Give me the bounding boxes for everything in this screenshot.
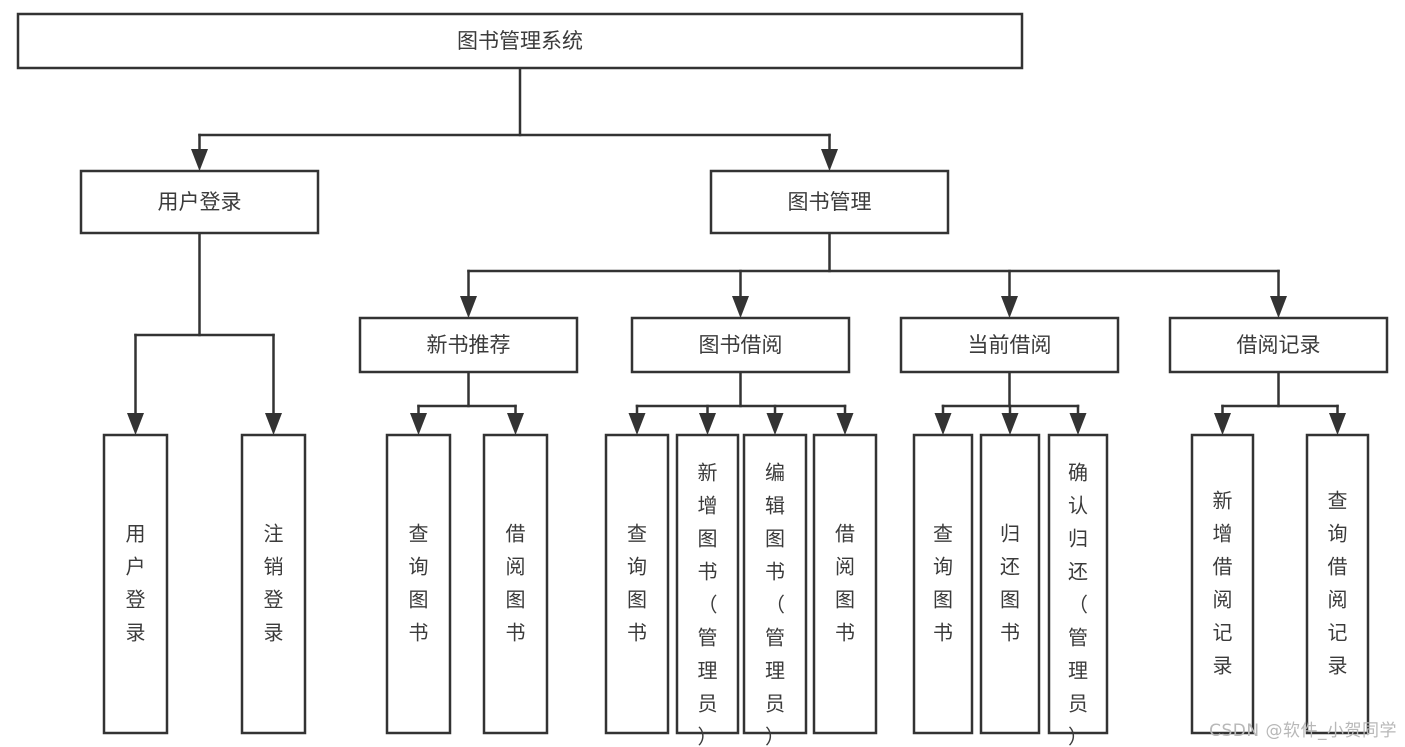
node-box-leaf-return-book[interactable] xyxy=(979,433,1041,735)
arrow-head-leaf-user-login xyxy=(127,413,144,435)
edge-group-borrow-record xyxy=(1214,370,1346,435)
node-box-leaf-query-book-2[interactable] xyxy=(604,433,670,735)
node-label-leaf-query-record: 查询借阅记录 xyxy=(1328,488,1348,677)
node-box-leaf-edit-book[interactable] xyxy=(742,433,808,735)
node-box-leaf-confirm-return[interactable] xyxy=(1047,433,1109,735)
node-box-leaf-add-record[interactable] xyxy=(1190,433,1255,735)
node-box-current-borrow[interactable] xyxy=(899,316,1120,374)
node-box-leaf-borrow-book-2[interactable] xyxy=(812,433,878,735)
node-box-leaf-query-book-3[interactable] xyxy=(912,433,974,735)
node-label-leaf-user-login: 用户登录 xyxy=(126,521,146,644)
arrow-head-leaf-borrow-book-2 xyxy=(836,413,854,435)
node-查询图书-leaf-query-book-2[interactable]: 查询图书 xyxy=(604,433,670,735)
node-label-leaf-query-book-3: 查询图书 xyxy=(933,521,953,644)
edge-group-new-book-rec xyxy=(410,370,524,435)
arrow-head-leaf-confirm-return xyxy=(1069,413,1087,435)
node-label-leaf-borrow-book-1: 借阅图书 xyxy=(506,521,526,644)
node-label-current-borrow: 当前借阅 xyxy=(968,333,1052,357)
node-label-leaf-logout: 注销登录 xyxy=(264,521,284,644)
edge-group-book-manage xyxy=(460,231,1287,318)
node-当前借阅-current-borrow[interactable]: 当前借阅 xyxy=(899,316,1120,374)
node-label-leaf-confirm-return: 确认归还（管理员） xyxy=(1068,460,1088,747)
nodes-layer: 图书管理系统用户登录图书管理新书推荐图书借阅当前借阅借阅记录用户登录注销登录查询… xyxy=(16,12,1389,747)
node-label-leaf-query-book-2: 查询图书 xyxy=(627,521,647,644)
node-label-leaf-add-record: 新增借阅记录 xyxy=(1213,488,1233,677)
arrow-head-leaf-logout xyxy=(265,413,282,435)
node-box-root[interactable] xyxy=(16,12,1024,70)
edge-group-root xyxy=(191,66,838,171)
node-box-new-book-rec[interactable] xyxy=(358,316,579,374)
node-确认归还管理员-leaf-confirm-return[interactable]: 确认归还（管理员） xyxy=(1047,433,1109,747)
node-box-book-manage[interactable] xyxy=(709,169,950,235)
arrow-head-leaf-edit-book xyxy=(766,413,784,435)
node-图书借阅-book-borrow[interactable]: 图书借阅 xyxy=(630,316,851,374)
node-用户登录-leaf-user-login[interactable]: 用户登录 xyxy=(102,433,169,735)
csdn-watermark: CSDN @软件_小贺同学 xyxy=(1209,721,1397,741)
arrow-head-leaf-query-record xyxy=(1329,413,1346,435)
node-box-book-borrow[interactable] xyxy=(630,316,851,374)
node-box-leaf-add-book[interactable] xyxy=(675,433,740,735)
edge-group-book-borrow xyxy=(628,370,854,435)
node-label-leaf-return-book: 归还图书 xyxy=(1000,521,1020,644)
node-编辑图书管理员-leaf-edit-book[interactable]: 编辑图书（管理员） xyxy=(742,433,808,747)
node-box-leaf-query-record[interactable] xyxy=(1305,433,1370,735)
node-新增借阅记录-leaf-add-record[interactable]: 新增借阅记录 xyxy=(1190,433,1255,735)
node-查询图书-leaf-query-book-3[interactable]: 查询图书 xyxy=(912,433,974,735)
node-新增图书管理员-leaf-add-book[interactable]: 新增图书（管理员） xyxy=(675,433,740,747)
arrow-head-leaf-borrow-book-1 xyxy=(507,413,524,435)
node-查询借阅记录-leaf-query-record[interactable]: 查询借阅记录 xyxy=(1305,433,1370,735)
node-借阅记录-borrow-record[interactable]: 借阅记录 xyxy=(1168,316,1389,374)
node-label-user-login: 用户登录 xyxy=(158,190,242,214)
node-box-leaf-user-login[interactable] xyxy=(102,433,169,735)
arrow-head-leaf-query-book-1 xyxy=(410,413,427,435)
node-label-book-manage: 图书管理 xyxy=(788,190,872,214)
edges-layer xyxy=(127,66,1346,435)
node-label-leaf-borrow-book-2: 借阅图书 xyxy=(835,521,855,644)
node-box-leaf-logout[interactable] xyxy=(240,433,307,735)
edge-group-user-login xyxy=(127,231,282,435)
node-label-new-book-rec: 新书推荐 xyxy=(427,333,511,357)
node-box-borrow-record[interactable] xyxy=(1168,316,1389,374)
arrow-head-leaf-return-book xyxy=(1001,413,1019,435)
node-新书推荐-new-book-rec[interactable]: 新书推荐 xyxy=(358,316,579,374)
arrow-head-current-borrow xyxy=(1001,296,1018,318)
node-用户登录-user-login[interactable]: 用户登录 xyxy=(79,169,320,235)
arrow-head-user-login xyxy=(191,149,208,171)
node-box-user-login[interactable] xyxy=(79,169,320,235)
node-label-leaf-query-book-1: 查询图书 xyxy=(409,521,429,644)
arrow-head-book-borrow xyxy=(732,296,749,318)
arrow-head-leaf-query-book-3 xyxy=(934,413,952,435)
arrow-head-book-manage xyxy=(821,149,838,171)
node-box-leaf-borrow-book-1[interactable] xyxy=(482,433,549,735)
arrow-head-leaf-query-book-2 xyxy=(628,413,646,435)
arrow-head-leaf-add-book xyxy=(699,413,716,435)
node-注销登录-leaf-logout[interactable]: 注销登录 xyxy=(240,433,307,735)
node-box-leaf-query-book-1[interactable] xyxy=(385,433,452,735)
node-查询图书-leaf-query-book-1[interactable]: 查询图书 xyxy=(385,433,452,735)
node-label-book-borrow: 图书借阅 xyxy=(699,333,783,357)
node-label-borrow-record: 借阅记录 xyxy=(1237,333,1321,357)
node-图书管理系统-root[interactable]: 图书管理系统 xyxy=(16,12,1024,70)
arrow-head-leaf-add-record xyxy=(1214,413,1231,435)
node-label-root: 图书管理系统 xyxy=(457,29,583,53)
node-归还图书-leaf-return-book[interactable]: 归还图书 xyxy=(979,433,1041,735)
arrow-head-new-book-rec xyxy=(460,296,477,318)
edge-group-current-borrow xyxy=(934,370,1087,435)
node-借阅图书-leaf-borrow-book-2[interactable]: 借阅图书 xyxy=(812,433,878,735)
arrow-head-borrow-record xyxy=(1270,296,1287,318)
node-图书管理-book-manage[interactable]: 图书管理 xyxy=(709,169,950,235)
node-借阅图书-leaf-borrow-book-1[interactable]: 借阅图书 xyxy=(482,433,549,735)
node-label-leaf-edit-book: 编辑图书（管理员） xyxy=(765,460,785,747)
node-label-leaf-add-book: 新增图书（管理员） xyxy=(698,460,718,747)
